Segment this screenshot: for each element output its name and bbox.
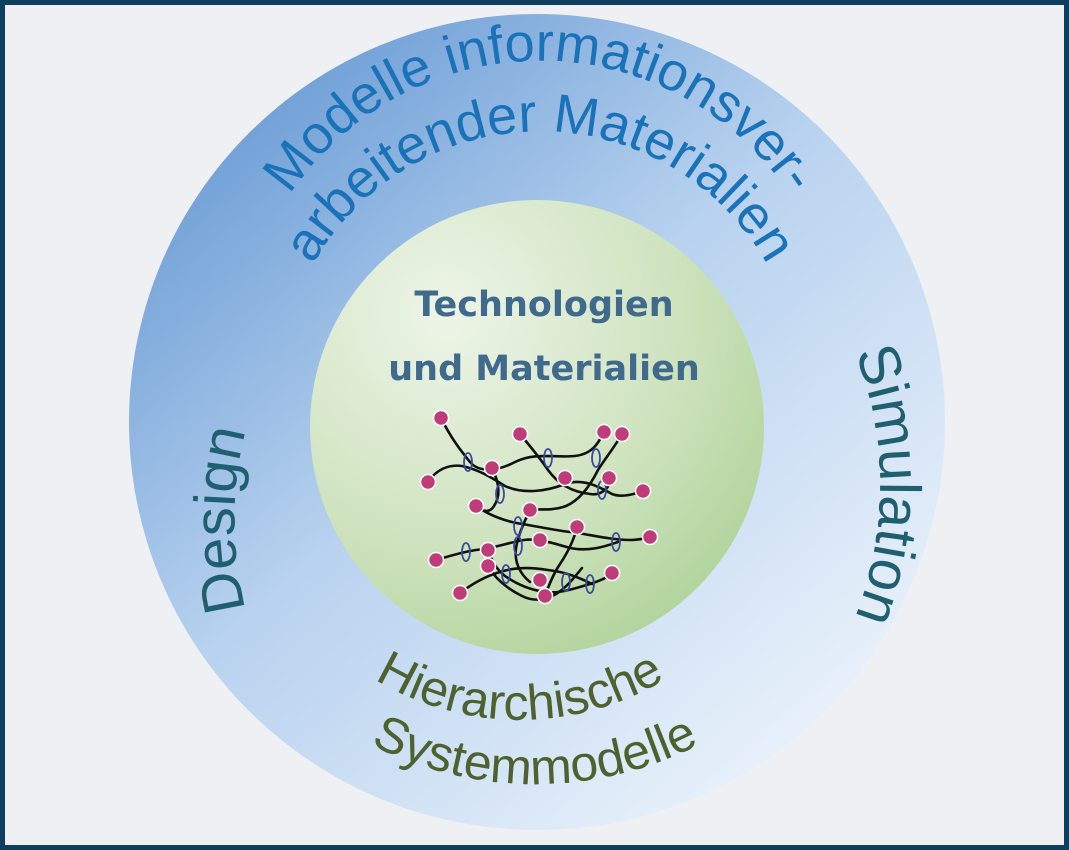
polymer-nodes [419, 409, 659, 605]
ring-left-label: Design [182, 420, 258, 620]
polymer-network-icon [419, 409, 659, 605]
polymer-chains [426, 416, 652, 601]
center-title-line2: und Materialien [388, 349, 700, 389]
circle-diagram: Modelle informationsver- arbeitender Mat… [129, 13, 945, 830]
center-title-line1: Technologien [414, 285, 673, 325]
